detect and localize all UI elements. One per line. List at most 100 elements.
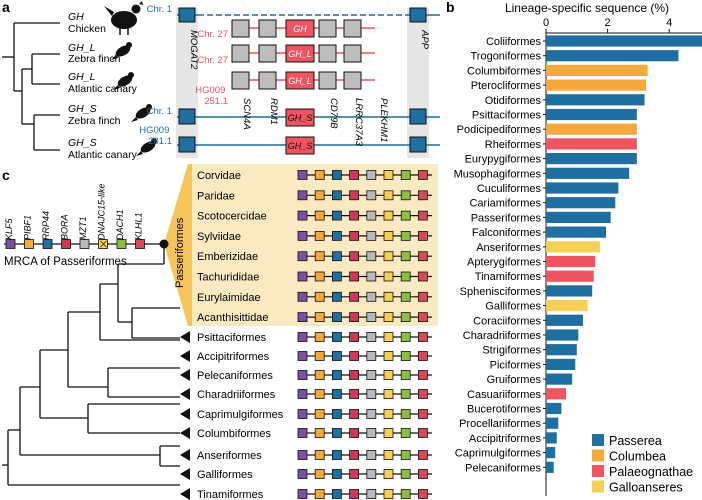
passeriformes-label: Passeriformes <box>174 217 186 288</box>
gene-row-4-box-7 <box>417 251 428 262</box>
gene-row-12-box-7 <box>417 409 428 419</box>
bar-tinamiformes <box>546 270 594 282</box>
gene-row-12-box-5 <box>383 409 394 419</box>
gene-row-8-box-1 <box>314 332 325 342</box>
chr-label-3-line-a: HG009 <box>195 85 225 96</box>
gene-row-9-box-3 <box>349 351 360 361</box>
gene-row-10-box-6 <box>400 370 411 380</box>
category-label-rheiformes: Rheiformes <box>485 139 542 151</box>
zebra-finch-icon-2 <box>131 104 152 122</box>
gene-row-9-box-2 <box>331 351 342 361</box>
gene-row-14-box-1 <box>314 450 325 460</box>
gene-row-0-box-1 <box>314 170 325 180</box>
order-label-columbiformes: Columbiformes <box>197 428 271 440</box>
legend-label-columbea: Columbea <box>609 450 666 464</box>
gene-row-1-box-2 <box>331 190 342 201</box>
gene-row-1-box-3 <box>349 190 360 201</box>
gene-row-10-box-0 <box>297 370 308 380</box>
gene-row-14-box-6 <box>400 450 411 460</box>
category-label-anseriformes: Anseriformes <box>476 242 541 254</box>
gh-l-box-label-2: GH_L <box>288 76 312 86</box>
gene-row-3-box-4 <box>366 230 377 241</box>
gh-s-box-label-1: GH_S <box>288 113 313 123</box>
flank-left-label: MOGAT2 <box>188 30 199 70</box>
chr-label-0: Chr. 1 <box>147 4 172 15</box>
order-label-psittaciformes: Psittaciformes <box>197 332 267 344</box>
legend-swatch-palaeognathae <box>592 465 604 477</box>
passeriformes-wedge <box>164 164 192 326</box>
category-label-passeriformes: Passeriformes <box>471 212 542 224</box>
gene-row-9-box-6 <box>400 351 411 361</box>
gene-name-1: RDM1 <box>268 98 279 125</box>
gene-row-16-box-3 <box>349 489 360 499</box>
gene-row-16-box-6 <box>400 489 411 499</box>
gene-row-9-box-0 <box>297 351 308 361</box>
chicken-icon <box>104 1 143 35</box>
gene-row-16-box-2 <box>331 489 342 499</box>
category-label-trogoniformes: Trogoniformes <box>470 51 541 63</box>
gene-row-2-box-3 <box>349 210 360 221</box>
bar-gruiformes <box>546 373 573 385</box>
gene-row-2-box-5 <box>383 210 394 221</box>
bar-falconiformes <box>546 226 607 238</box>
panel-a-gray-genes <box>231 19 362 90</box>
bar-eurypygiformes <box>546 153 637 165</box>
chart-title: Lineage-specific sequence (%) <box>505 1 669 15</box>
order-label-anseriformes: Anseriformes <box>197 450 262 462</box>
bar-coliiformes <box>546 35 702 47</box>
gene-name-bora: BORA <box>60 214 70 240</box>
bar-passeriformes <box>546 211 611 223</box>
bar-psittaciformes <box>546 108 637 121</box>
category-label-psittaciformes: Psittaciformes <box>472 110 542 122</box>
gene-row-2-box-7 <box>417 210 428 221</box>
bar-galliformes <box>546 300 588 312</box>
mrca-gene-box-5 <box>98 239 108 249</box>
bar-cariamiformes <box>546 197 616 209</box>
gene-name-2: CD79B <box>328 98 339 129</box>
gene-order-rows <box>297 170 432 499</box>
gene-row-8-box-3 <box>349 332 360 342</box>
bar-trogoniformes <box>546 50 679 62</box>
bar-casuariiformes <box>546 388 567 400</box>
gene-name-4: PLEKHM1 <box>378 98 389 142</box>
category-label-podicipediformes: Podicipediformes <box>457 124 542 136</box>
gene-row-4-box-6 <box>400 251 411 262</box>
gene-row-5-box-1 <box>314 271 325 282</box>
gene-row-6-box-6 <box>400 291 411 302</box>
gene-row-1-box-4 <box>366 190 377 201</box>
gene-row-0-box-3 <box>349 170 360 180</box>
gene-row-6-box-5 <box>383 291 394 302</box>
gene-row-13-box-3 <box>349 428 360 438</box>
gene-row-13-box-4 <box>366 428 377 438</box>
gene-row-10-box-2 <box>331 370 342 380</box>
gene-name-mzt1: MZT1 <box>78 217 88 241</box>
panel-a-gh-labels: GH GH_L GH_L GH_S GH_S <box>288 24 313 151</box>
chart-bars <box>546 35 702 473</box>
gene-row-11-box-4 <box>366 389 377 399</box>
legend-swatch-galloanseres <box>592 480 604 493</box>
gene-row-10-box-5 <box>383 370 394 380</box>
gene-row-16-box-4 <box>366 489 377 499</box>
bar-otidiformes <box>546 94 645 106</box>
gh-s-box-label-2: GH_S <box>288 141 313 151</box>
panel-c-leaf-triangles <box>180 331 190 500</box>
gene-row-0-box-6 <box>400 170 411 180</box>
gene-row-4-box-4 <box>366 251 377 262</box>
gene-row-6-box-0 <box>297 291 308 302</box>
chr-label-5-line-b: 281.1 <box>148 136 172 147</box>
category-label-eurypygiformes: Eurypygiformes <box>465 154 542 166</box>
gene-row-12-box-4 <box>366 409 377 419</box>
gene-row-10-box-3 <box>349 370 360 380</box>
gene-row-8-box-2 <box>331 332 342 342</box>
gene-row-16-box-0 <box>297 489 308 499</box>
gene-row-13-box-6 <box>400 428 411 438</box>
legend-label-galloanseres: Galloanseres <box>609 481 683 495</box>
gene-row-11-box-3 <box>349 389 360 399</box>
gene-row-3-box-7 <box>417 230 428 241</box>
gene-row-12-box-1 <box>314 409 325 419</box>
passeriformes-family-labels: CorvidaeParidaeScotocercidaeSylviidaeEmb… <box>197 170 269 324</box>
gh-box-label: GH <box>293 24 307 34</box>
category-label-strigiformes: Strigiformes <box>482 345 541 357</box>
gene-row-15-box-2 <box>331 469 342 479</box>
